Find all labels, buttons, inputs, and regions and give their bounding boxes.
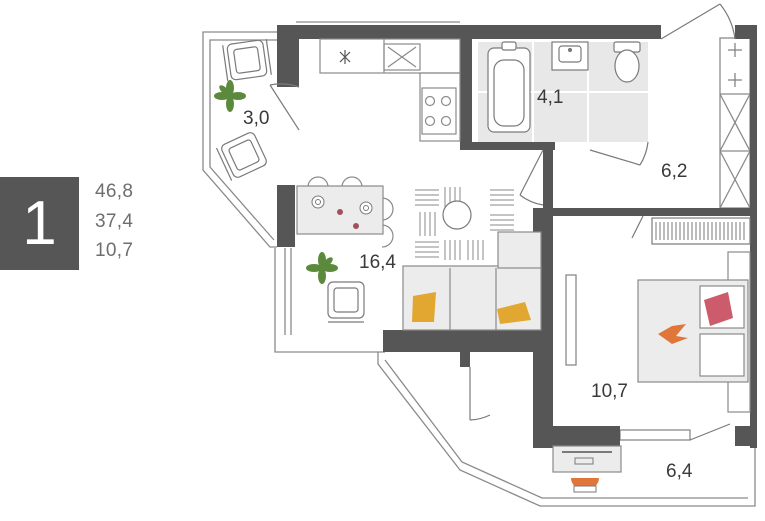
kitchen-living-area: 16,4 (359, 252, 396, 273)
dining-table (296, 176, 394, 248)
wardrobe (651, 217, 751, 245)
balcony-top-area: 3,0 (243, 108, 269, 129)
bedroom-room-area: 10,7 (591, 381, 628, 402)
plant-icons (214, 80, 338, 284)
bedroom-area: 10,7 (95, 240, 134, 261)
desk (552, 445, 622, 493)
walls (277, 25, 757, 448)
hall-area: 6,2 (661, 161, 687, 182)
bathroom-area: 4,1 (537, 87, 563, 108)
area-stats: 46,8 37,4 10,7 (95, 177, 133, 266)
room-count-badge: 1 (0, 177, 79, 270)
doors (269, 3, 736, 441)
kitchen (319, 38, 461, 142)
sofa (402, 231, 542, 331)
bed (637, 251, 751, 413)
room-labels: 3,0 4,1 6,2 16,4 10,7 6,4 (243, 87, 693, 482)
bathroom-fixtures (487, 41, 641, 133)
room-count: 1 (22, 188, 57, 258)
armchairs (215, 39, 365, 323)
total-area: 46,8 (95, 181, 134, 202)
kitchen-sink-icon (339, 50, 351, 64)
living-area: 37,4 (95, 210, 134, 232)
rug (415, 187, 514, 260)
balcony-bottom-area: 6,4 (666, 461, 693, 482)
vent-icon (728, 43, 742, 87)
